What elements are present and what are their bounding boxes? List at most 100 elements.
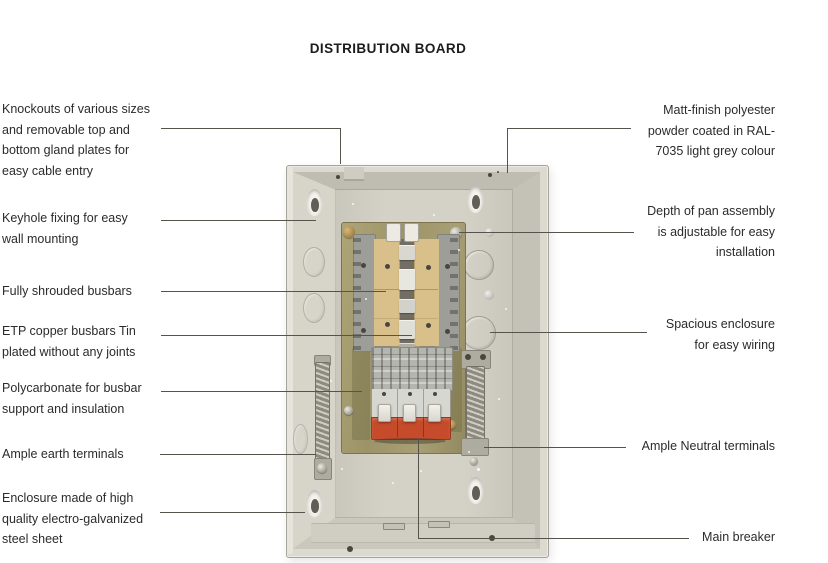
breaker-toggle bbox=[378, 404, 391, 422]
busbar-clamp bbox=[399, 343, 415, 350]
breaker-toggle bbox=[403, 404, 416, 422]
highlight-speck bbox=[433, 214, 435, 216]
breaker-pole-separator bbox=[397, 389, 398, 418]
highlight-speck bbox=[477, 468, 480, 471]
top-wall-clip-notch bbox=[344, 167, 364, 181]
screw-dot bbox=[497, 171, 499, 173]
pan-screw bbox=[343, 226, 355, 238]
label-etp-busbars: ETP copper busbars Tin plated without an… bbox=[2, 324, 136, 359]
highlight-speck bbox=[458, 249, 460, 251]
breaker-red-separator bbox=[397, 418, 398, 437]
breaker-pole-separator bbox=[423, 389, 424, 418]
breaker-toggle bbox=[428, 404, 441, 422]
front-flange-highlight bbox=[287, 167, 293, 554]
shroud-screw bbox=[445, 329, 450, 334]
knockout-circle bbox=[464, 250, 494, 280]
breaker-red-separator bbox=[423, 418, 424, 437]
leader-line-pan-depth bbox=[459, 232, 634, 233]
leader-line-neutral-terminals bbox=[484, 447, 626, 448]
label-pan-depth: Depth of pan assembly is adjustable for … bbox=[647, 204, 775, 259]
earth-terminal-strip bbox=[315, 362, 330, 460]
leader-line-shrouded-busbars bbox=[161, 291, 386, 292]
breaker-shadow bbox=[374, 438, 446, 444]
shroud-screw bbox=[445, 264, 450, 269]
polycarbonate-support-right bbox=[414, 239, 439, 346]
leader-line-spacious bbox=[490, 332, 647, 333]
breaker-vented-block bbox=[371, 347, 453, 391]
pan-screw bbox=[344, 406, 353, 415]
bottom-gland-plate bbox=[311, 523, 535, 543]
keyhole-pin bbox=[471, 195, 480, 209]
copper-busbar-segment bbox=[399, 299, 415, 313]
leader-line-polycarbonate bbox=[161, 391, 362, 392]
breaker-screw bbox=[408, 392, 412, 396]
highlight-speck bbox=[341, 468, 343, 470]
shroud-screw bbox=[361, 328, 366, 333]
highlight-speck bbox=[468, 451, 470, 453]
label-spacious-enclosure: Spacious enclosure for easy wiring bbox=[665, 317, 775, 352]
highlight-speck bbox=[498, 398, 500, 400]
keyhole-slot bbox=[468, 186, 483, 212]
label-keyhole-fixing: Keyhole fixing for easy wall mounting bbox=[2, 211, 128, 246]
support-screw bbox=[385, 322, 390, 327]
neutral-screw bbox=[470, 457, 478, 465]
label-neutral-terminals: Ample Neutral terminals bbox=[641, 439, 775, 453]
breaker-screw bbox=[433, 392, 437, 396]
knockout-oval bbox=[303, 293, 325, 323]
label-main-breaker: Main breaker bbox=[702, 530, 775, 544]
polycarbonate-support-left bbox=[374, 239, 400, 346]
shroud-comb-teeth bbox=[450, 234, 458, 350]
highlight-speck bbox=[365, 298, 367, 300]
leader-line-matt-finish bbox=[507, 128, 508, 173]
highlight-speck bbox=[505, 308, 507, 310]
busbar-top-clip bbox=[404, 223, 419, 242]
keyhole-pin bbox=[310, 499, 319, 513]
gland-plate-tab bbox=[428, 521, 450, 528]
label-matt-finish: Matt-finish polyester powder coated in R… bbox=[647, 103, 775, 158]
knockout-dimple bbox=[484, 290, 494, 300]
breaker-screw bbox=[382, 392, 386, 396]
gland-plate-tab bbox=[383, 523, 405, 530]
leader-line-earth-terminals bbox=[160, 454, 316, 455]
label-polycarbonate: Polycarbonate for busbar support and ins… bbox=[2, 381, 142, 416]
clamp-bolt bbox=[465, 354, 471, 360]
gland-screw bbox=[347, 546, 353, 552]
keyhole-slot bbox=[307, 490, 322, 516]
page-title: DISTRIBUTION BOARD bbox=[309, 41, 467, 56]
shroud-comb-teeth bbox=[353, 234, 361, 350]
knockout-oval bbox=[293, 424, 308, 454]
support-screw bbox=[385, 264, 390, 269]
label-enclosure: Enclosure made of high quality electro-g… bbox=[2, 491, 144, 546]
knockout-oval bbox=[303, 247, 325, 277]
leader-line-main-breaker bbox=[418, 538, 689, 539]
keyhole-slot bbox=[468, 477, 483, 503]
highlight-speck bbox=[392, 482, 394, 484]
keyhole-pin bbox=[471, 486, 480, 500]
label-earth-terminals: Ample earth terminals bbox=[2, 447, 124, 461]
leader-line-enclosure bbox=[160, 512, 305, 513]
leader-line-keyhole bbox=[161, 220, 316, 221]
copper-busbar-segment bbox=[399, 320, 415, 339]
label-shrouded-busbars: Fully shrouded busbars bbox=[2, 284, 132, 298]
label-knockouts: Knockouts of various sizes and removable… bbox=[2, 102, 150, 178]
earth-screw bbox=[317, 463, 327, 473]
leader-line-knockouts bbox=[340, 128, 341, 164]
busbar-channel bbox=[398, 239, 415, 346]
din-rail bbox=[352, 348, 370, 440]
busbar-top-clip bbox=[386, 223, 401, 242]
screw-dot bbox=[336, 175, 340, 179]
leader-line-matt-finish bbox=[507, 128, 631, 129]
keyhole-pin bbox=[310, 198, 319, 212]
clamp-bolt bbox=[480, 354, 486, 360]
copper-busbar-segment bbox=[399, 245, 415, 260]
support-screw bbox=[426, 323, 431, 328]
highlight-speck bbox=[420, 470, 422, 472]
leader-line-knockouts bbox=[161, 128, 340, 129]
support-screw bbox=[426, 265, 431, 270]
pan-screw bbox=[447, 420, 456, 429]
highlight-speck bbox=[330, 380, 332, 382]
shroud-screw bbox=[361, 263, 366, 268]
knockout-circle bbox=[462, 316, 496, 350]
neutral-terminal-strip bbox=[466, 366, 485, 444]
